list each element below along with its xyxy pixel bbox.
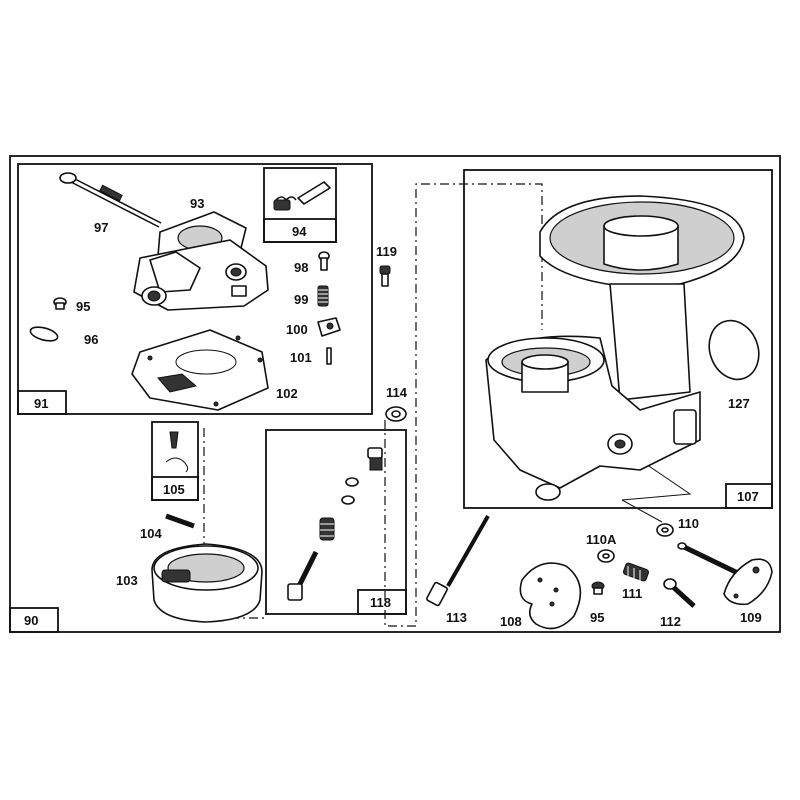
leader-107-to-110-b (621, 459, 692, 501)
label-118: 118 (370, 595, 391, 610)
label-99: 99 (294, 292, 308, 307)
label-104: 104 (140, 526, 162, 541)
box-91 (17, 163, 373, 415)
label-95-upper: 95 (76, 299, 90, 314)
part-109-throttle-shaft-lever (677, 542, 773, 606)
part-111-spring (623, 562, 649, 582)
part-119-screw (379, 265, 391, 287)
part-97-shaft (59, 172, 162, 228)
label-103: 103 (116, 573, 138, 588)
label-96: 96 (84, 332, 98, 347)
label-110a: 110A (586, 532, 617, 547)
label-105: 105 (163, 482, 185, 497)
part-105-inlet-needle (165, 431, 189, 473)
part-110-washer (656, 523, 674, 537)
part-95-screw-upper (53, 297, 67, 310)
box-107 (463, 169, 773, 509)
label-113: 113 (446, 610, 467, 625)
part-118-jet-set (287, 447, 383, 601)
label-114: 114 (386, 385, 408, 400)
part-100-lever (317, 317, 341, 337)
label-95-lower: 95 (590, 610, 604, 625)
label-119: 119 (376, 244, 397, 259)
part-99-spring (317, 285, 329, 307)
part-94-needle-spring (273, 181, 331, 211)
part-114-washer (385, 406, 407, 422)
label-110: 110 (678, 516, 699, 531)
label-100: 100 (286, 322, 308, 337)
part-108-throttle-plate (519, 562, 582, 630)
box-118 (265, 429, 407, 615)
label-91: 91 (34, 396, 48, 411)
label-98: 98 (294, 260, 308, 275)
label-127: 127 (728, 396, 750, 411)
part-98-screw (318, 251, 330, 271)
part-107-carburetor-body (485, 195, 745, 501)
label-box-118 (357, 589, 407, 615)
label-box-105 (151, 476, 199, 501)
label-107: 107 (737, 489, 759, 504)
part-104-pin (165, 513, 195, 529)
part-101-pin (326, 347, 332, 365)
leader-box91-to-113 (384, 183, 543, 627)
part-95-screw-lower (591, 581, 605, 595)
label-box-91 (17, 390, 67, 415)
part-96-disc (29, 326, 59, 342)
label-111: 111 (622, 586, 642, 601)
label-box-90 (9, 607, 59, 633)
label-108: 108 (500, 614, 522, 629)
label-box-94 (263, 218, 337, 243)
part-103-float-bowl (151, 543, 263, 623)
part-112-screw (663, 578, 696, 608)
label-94: 94 (292, 224, 307, 239)
label-box-107 (725, 483, 773, 509)
label-90: 90 (24, 613, 38, 628)
label-93: 93 (190, 196, 204, 211)
part-102-gasket (131, 329, 269, 411)
part-113-needle-screw (426, 515, 490, 607)
label-112: 112 (660, 614, 681, 629)
outer-frame-90 (9, 155, 781, 633)
part-93-carburetor-upper-body (133, 211, 269, 311)
part-127-gasket (708, 319, 760, 381)
label-109: 109 (740, 610, 762, 625)
leader-107-to-110 (621, 499, 663, 523)
part-110a-washer (597, 549, 615, 563)
label-101: 101 (290, 350, 312, 365)
label-102: 102 (276, 386, 298, 401)
label-97: 97 (94, 220, 108, 235)
